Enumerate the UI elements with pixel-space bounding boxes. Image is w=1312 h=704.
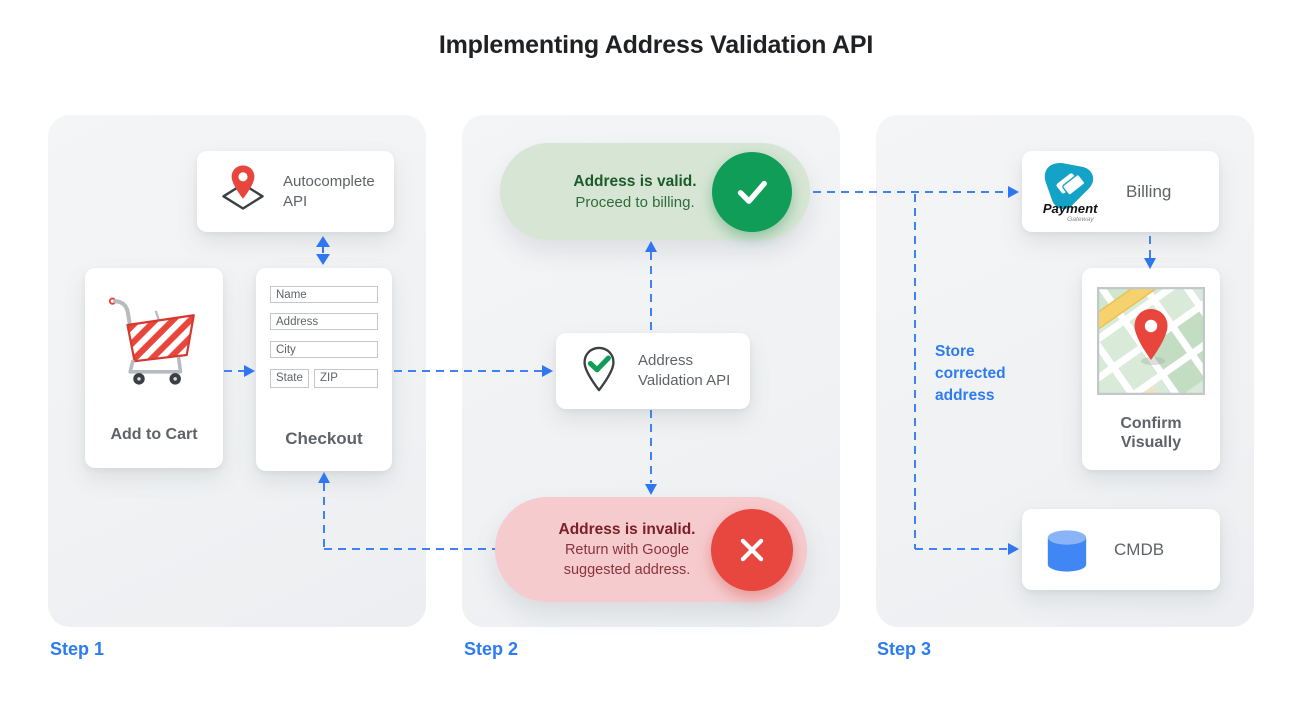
invalid-subtitle: Return with Google suggested address. bbox=[563, 541, 691, 578]
checkout-label: Checkout bbox=[285, 429, 363, 448]
address-invalid-pill: Address is invalid. Return with Google s… bbox=[495, 497, 807, 602]
step2-label: Step 2 bbox=[464, 639, 519, 659]
validation-to-invalid-arrowhead bbox=[645, 484, 657, 495]
autocomplete-api-label: Autocomplete API bbox=[283, 172, 375, 210]
step3-label: Step 3 bbox=[877, 639, 932, 659]
map-pin-diamond-icon bbox=[217, 163, 269, 220]
valid-subtitle: Proceed to billing. bbox=[575, 193, 695, 211]
map-thumbnail bbox=[1097, 287, 1205, 395]
address-validation-api-label: Address Validation API bbox=[638, 352, 731, 389]
add-to-cart-node: Add to Cart bbox=[85, 268, 223, 468]
invalid-return-line-vertical bbox=[323, 483, 325, 549]
database-icon bbox=[1047, 529, 1087, 572]
billing-node: Payment Gateway Billing bbox=[1022, 151, 1219, 232]
invalid-return-arrowhead bbox=[318, 472, 330, 483]
name-field[interactable]: Name bbox=[270, 286, 378, 303]
valid-to-billing-arrowhead bbox=[1008, 186, 1019, 198]
validation-to-valid-arrowhead bbox=[645, 241, 657, 252]
store-branch-line-horizontal bbox=[915, 548, 1009, 550]
cmdb-label: CMDB bbox=[1114, 539, 1165, 559]
step1-label: Step 1 bbox=[50, 639, 105, 659]
city-field[interactable]: City bbox=[270, 341, 378, 358]
billing-to-confirm-arrowhead bbox=[1144, 258, 1156, 269]
confirm-visually-node: Confirm Visually bbox=[1082, 268, 1220, 470]
store-corrected-address-note: Store corrected address bbox=[935, 343, 1006, 404]
valid-title: Address is valid. bbox=[573, 172, 697, 190]
valid-to-billing-line bbox=[813, 191, 1009, 193]
billing-label: Billing bbox=[1126, 181, 1172, 201]
zip-field[interactable]: ZIP bbox=[314, 369, 378, 388]
autocomplete-api-node: Autocomplete API bbox=[197, 151, 394, 232]
add-to-cart-label: Add to Cart bbox=[110, 426, 198, 443]
page-title: Implementing Address Validation API bbox=[438, 31, 874, 59]
cart-to-checkout-line bbox=[224, 370, 245, 372]
validation-to-invalid-line bbox=[650, 410, 652, 483]
confirm-visually-label: Confirm Visually bbox=[1120, 415, 1182, 451]
address-field[interactable]: Address bbox=[270, 313, 378, 330]
invalid-return-line-horizontal bbox=[324, 548, 495, 550]
cart-to-checkout-arrowhead bbox=[244, 365, 255, 377]
address-validation-api-node: Address Validation API bbox=[556, 333, 750, 409]
billing-to-confirm-line bbox=[1149, 236, 1151, 258]
shopping-cart-icon bbox=[108, 297, 195, 385]
state-field[interactable]: State bbox=[270, 369, 309, 388]
payment-gateway-logo: Payment Gateway bbox=[1043, 162, 1098, 222]
store-branch-line-vertical bbox=[914, 194, 916, 549]
validation-to-valid-line bbox=[650, 252, 652, 333]
bidirectional-arrow-down-icon bbox=[316, 254, 330, 265]
address-valid-pill: Address is valid. Proceed to billing. bbox=[500, 143, 810, 240]
store-branch-arrowhead bbox=[1008, 543, 1019, 555]
checkout-to-validation-line bbox=[394, 370, 543, 372]
cmdb-node: CMDB bbox=[1022, 509, 1220, 590]
x-circle-icon bbox=[711, 509, 793, 591]
checkout-node: Name Address City State ZIP Checkout bbox=[256, 268, 392, 471]
payment-logo-sub: Gateway bbox=[1067, 215, 1094, 222]
pin-check-icon bbox=[574, 343, 624, 400]
check-circle-icon bbox=[712, 152, 792, 232]
bidirectional-arrow-up-icon bbox=[316, 236, 330, 247]
checkout-to-validation-arrowhead bbox=[542, 365, 553, 377]
bidirectional-arrow-stem bbox=[322, 247, 324, 253]
payment-logo-title: Payment bbox=[1043, 201, 1098, 216]
invalid-title: Address is invalid. bbox=[558, 520, 696, 538]
